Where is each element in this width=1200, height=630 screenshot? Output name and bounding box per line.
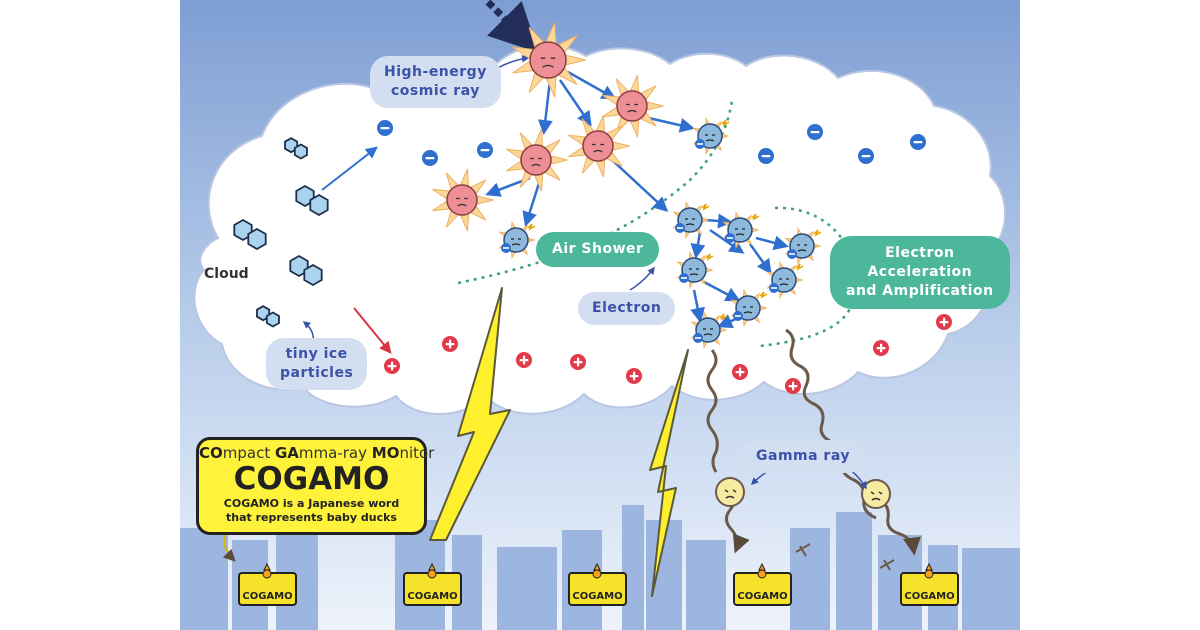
ice-to-negative-arrow <box>321 146 378 191</box>
duck-icon <box>757 562 767 579</box>
label-tiny-ice-line1: tiny ice <box>285 346 348 362</box>
label-cloud: Cloud <box>204 266 249 282</box>
duck-icon <box>924 562 934 579</box>
ice-crystal-icon <box>256 305 280 328</box>
shower-electron <box>498 220 536 260</box>
hadron-particle <box>602 74 664 138</box>
positive-charge-icon <box>785 378 801 394</box>
electron-pointer <box>629 266 655 291</box>
gamma-photon-1 <box>715 477 745 507</box>
label-acceleration-line3: and Amplification <box>846 283 994 299</box>
positive-charge-icon <box>626 368 642 384</box>
duck-icon <box>262 562 272 579</box>
cogamo-detector-1: COGAMO <box>238 562 297 606</box>
label-acceleration-line1: Electron <box>885 245 955 261</box>
shower-electron <box>722 210 760 250</box>
cogamo-title: COGAMO <box>233 461 390 497</box>
detector-label: COGAMO <box>737 591 788 602</box>
positive-charge-icon <box>516 352 532 368</box>
ice-crystal-icon <box>295 184 329 217</box>
positive-charge-icon <box>873 340 889 356</box>
detector-label: COGAMO <box>572 591 623 602</box>
negative-charge-icon <box>807 124 823 140</box>
shower-electron <box>690 310 728 350</box>
gamma-hit-mark-2 <box>879 559 895 571</box>
positive-charge-icon <box>384 358 400 374</box>
hadron-particle <box>506 128 568 192</box>
positive-charge-icon <box>732 364 748 380</box>
positive-charge-icon <box>936 314 952 330</box>
ice-crystal-icon <box>284 137 308 160</box>
minus-sign-icon <box>501 243 511 253</box>
ice-to-positive-arrow <box>353 307 392 354</box>
hadron-particle <box>432 168 494 232</box>
minus-sign-icon <box>679 273 689 283</box>
label-air-shower: Air Shower <box>536 232 660 267</box>
label-gamma-ray: Gamma ray <box>742 440 864 473</box>
ice-crystal-icon <box>289 254 323 287</box>
label-high-energy-cosmic-ray: High-energy cosmic ray <box>370 56 501 108</box>
expansion-part: mma-ray <box>298 444 372 462</box>
expansion-part: MO <box>371 444 400 462</box>
cogamo-desc-line1: COGAMO is a Japanese word <box>223 497 400 510</box>
gamma-hit-mark-1 <box>795 543 811 557</box>
expansion-part: CO <box>199 444 223 462</box>
minus-sign-icon <box>787 249 797 259</box>
positive-charge-icon <box>442 336 458 352</box>
cogamo-expansion: COmpact GAmma-ray MOnitor <box>199 444 434 462</box>
detector-label: COGAMO <box>904 591 955 602</box>
lightning-bolt-right <box>649 349 689 597</box>
shower-electron <box>672 200 710 240</box>
detector-label: COGAMO <box>242 591 293 602</box>
label-tiny-ice-line2: particles <box>280 365 354 381</box>
hadron-particle <box>512 22 586 98</box>
minus-sign-icon <box>695 139 705 149</box>
shower-electron <box>692 116 730 156</box>
expansion-part: mpact <box>222 444 275 462</box>
positive-charge-icon <box>570 354 586 370</box>
cogamo-desc-line2: that represents baby ducks <box>226 511 397 524</box>
hadron-particle <box>568 114 630 178</box>
cogamo-detector-4: COGAMO <box>733 562 792 606</box>
label-tiny-ice-particles: tiny ice particles <box>266 338 368 390</box>
lightning-bolt-left <box>429 287 511 541</box>
negative-charge-icon <box>858 148 874 164</box>
minus-sign-icon <box>693 333 703 343</box>
expansion-part: nitor <box>399 444 435 462</box>
shower-electron <box>676 250 714 290</box>
detector-label: COGAMO <box>407 591 458 602</box>
minus-sign-icon <box>733 311 743 321</box>
gamma-ray-wave-4 <box>879 498 921 556</box>
shower-electron <box>766 260 804 300</box>
shower-electron <box>730 288 768 328</box>
air-shower-boundary <box>457 99 734 285</box>
minus-sign-icon <box>675 223 685 233</box>
ice-crystal-icon <box>233 218 267 251</box>
label-acceleration-line2: Acceleration <box>867 264 973 280</box>
cogamo-detector-2: COGAMO <box>403 562 462 606</box>
negative-charge-icon <box>422 150 438 166</box>
label-electron: Electron <box>578 292 676 325</box>
label-high-energy-line2: cosmic ray <box>390 83 480 99</box>
negative-charge-icon <box>758 148 774 164</box>
negative-charge-icon <box>377 120 393 136</box>
duck-icon <box>427 562 437 579</box>
minus-sign-icon <box>769 283 779 293</box>
cogamo-info-box: COmpact GAmma-ray MOnitor COGAMO COGAMO … <box>196 437 434 535</box>
gamma-photon-2 <box>861 479 891 509</box>
expansion-part: GA <box>275 444 299 462</box>
duck-icon <box>592 562 602 579</box>
gamma-ray-wave-1 <box>706 349 719 473</box>
negative-charge-icon <box>477 142 493 158</box>
shower-electron <box>784 226 822 266</box>
negative-charge-icon <box>910 134 926 150</box>
minus-sign-icon <box>725 233 735 243</box>
label-high-energy-line1: High-energy <box>384 64 487 80</box>
cogamo-detector-5: COGAMO <box>900 562 959 606</box>
cogamo-detector-3: COGAMO <box>568 562 627 606</box>
label-electron-acceleration: Electron Acceleration and Amplification <box>830 236 1010 309</box>
